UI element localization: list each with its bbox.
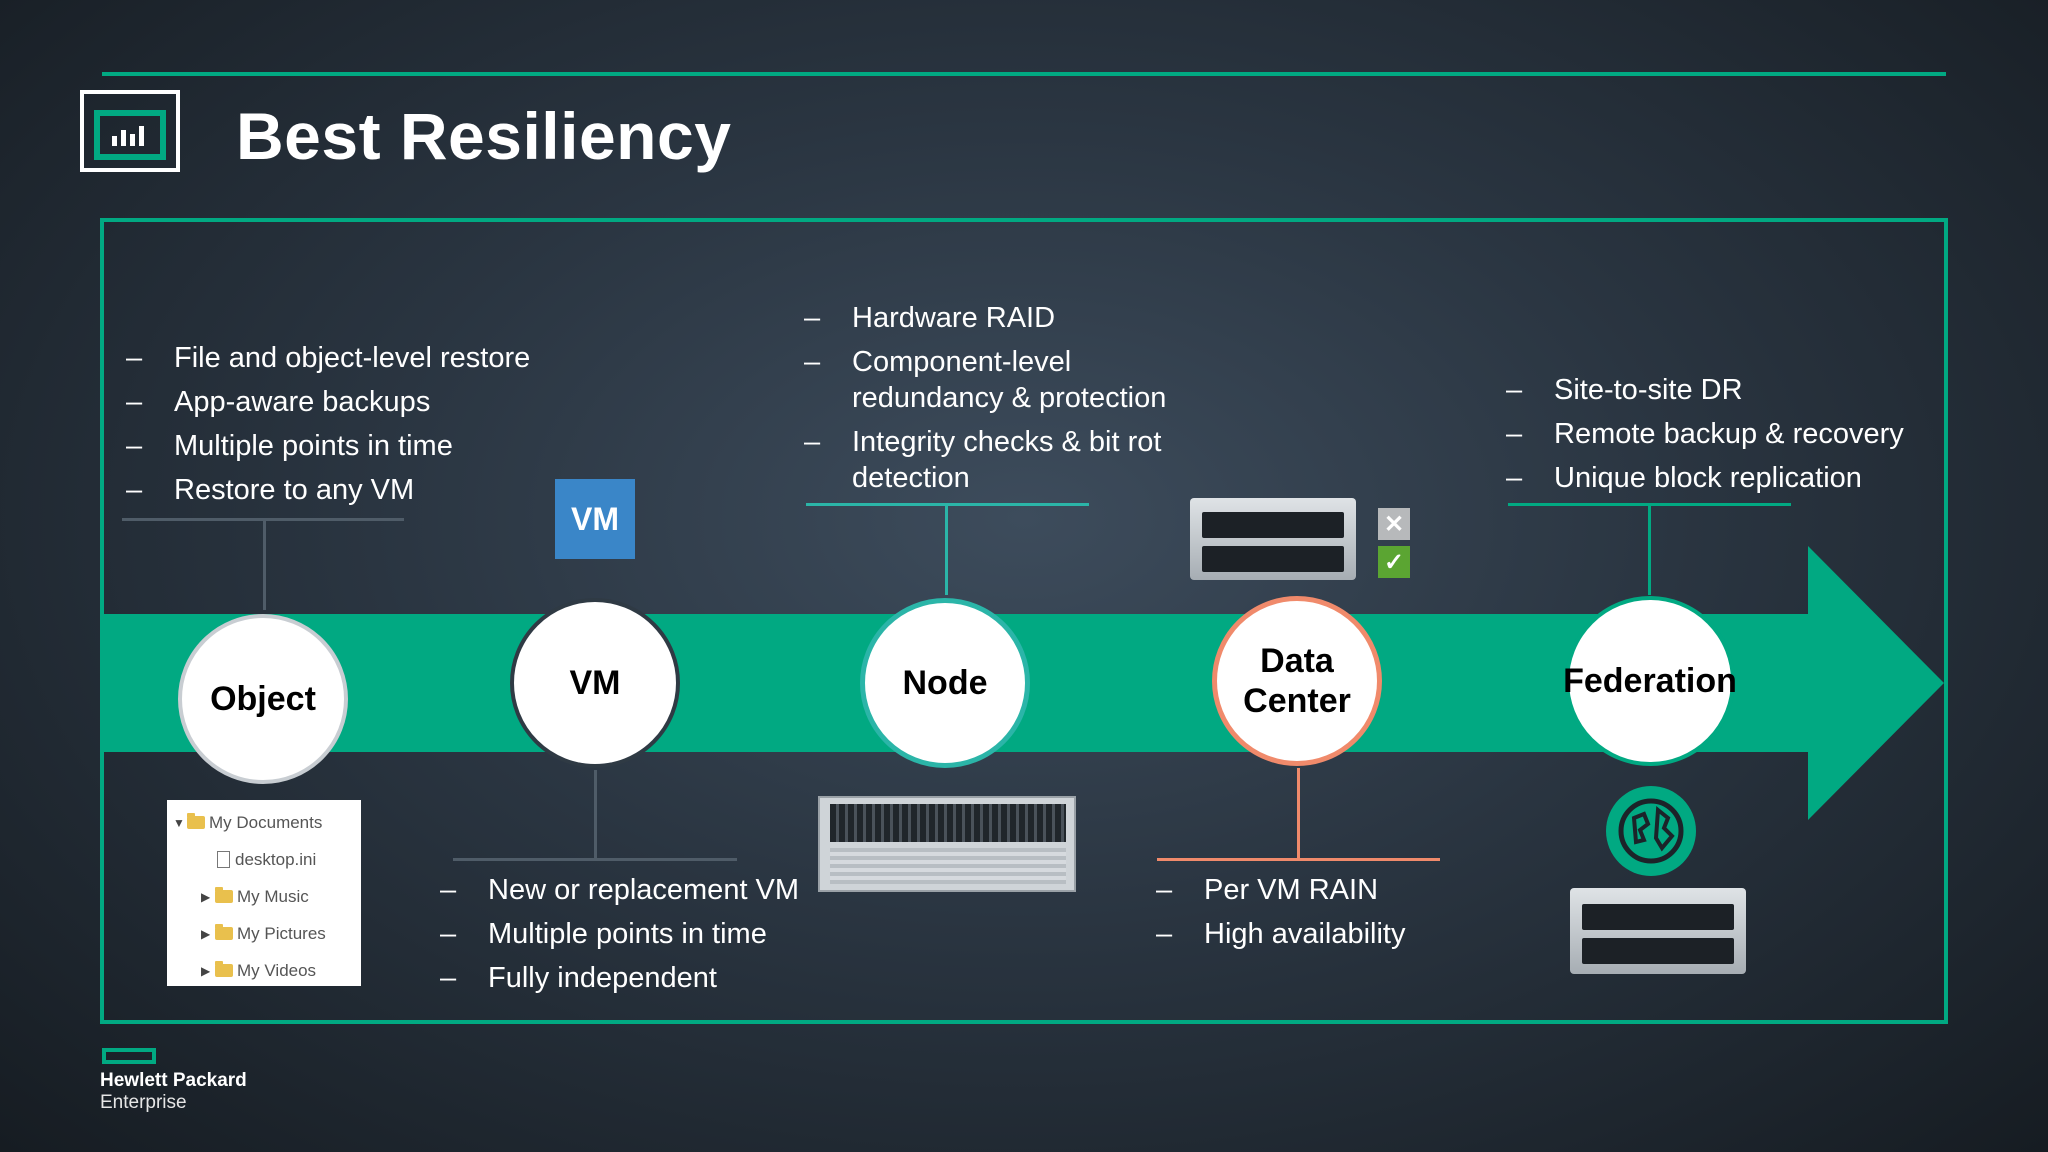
dc-connector-v (1297, 768, 1300, 860)
timeline-arrowhead (1808, 546, 1944, 820)
hpe-logo-icon (102, 1048, 156, 1064)
stage-circle-vm: VM (510, 598, 680, 768)
stage-label-line1: Data (1260, 642, 1334, 680)
bullet: App-aware backups (126, 380, 530, 424)
page-title: Best Resiliency (236, 99, 732, 173)
brand-line1: Hewlett Packard (100, 1070, 247, 1091)
stage-label: VM (569, 664, 621, 702)
folder-icon (215, 961, 233, 977)
stage-circle-node: Node (860, 598, 1030, 768)
folder-icon (215, 924, 233, 940)
bullet: Restore to any VM (126, 468, 530, 512)
stage-circle-data-center: Data Center (1212, 596, 1382, 766)
bullet: Unique block replication (1506, 456, 1904, 500)
folder-icon (215, 887, 233, 903)
file-explorer-tree: ▼ My Documents desktop.ini ▶ My Music ▶ My … (167, 800, 361, 986)
stage-label: Object (210, 680, 316, 718)
file-icon (217, 851, 230, 868)
bullet: High availability (1156, 912, 1406, 956)
stage-label: Federation (1563, 662, 1737, 700)
vm-badge-icon: VM (555, 479, 635, 559)
server-stack-icon (1190, 498, 1356, 580)
hpe-wordmark: Hewlett Packard Enterprise (100, 1070, 247, 1114)
bullet: Remote backup & recovery (1506, 412, 1904, 456)
tree-item[interactable]: ▶ My Music (173, 878, 355, 915)
bullet: Fully independent (440, 956, 799, 1000)
tree-item[interactable]: desktop.ini (173, 841, 355, 878)
bullet: Component-level redundancy & protection (804, 344, 1214, 416)
content-frame (100, 218, 1948, 1024)
bullet: New or replacement VM (440, 868, 799, 912)
tree-item[interactable]: ▶ My Videos (173, 952, 355, 989)
federation-connector-v (1648, 505, 1651, 595)
rack-server-icon (818, 796, 1076, 892)
dc-connector-h (1157, 858, 1440, 861)
stage-circle-federation: Federation (1563, 596, 1737, 766)
bullet: File and object-level restore (126, 336, 530, 380)
folder-icon (187, 813, 205, 829)
bullet: Per VM RAIN (1156, 868, 1406, 912)
bullet: Site-to-site DR (1506, 368, 1904, 412)
node-connector-h (806, 503, 1089, 506)
tree-item-label: desktop.ini (235, 849, 317, 869)
node-connector-v (945, 505, 948, 595)
bullet: Multiple points in time (126, 424, 530, 468)
object-connector-h (122, 518, 404, 521)
tree-item-label: My Documents (209, 812, 323, 832)
top-accent-line (102, 72, 1946, 76)
collapsed-triangle-icon: ▶ (201, 926, 211, 941)
dc-bullets: Per VM RAIN High availability (1156, 868, 1406, 956)
tree-item-label: My Videos (237, 960, 317, 980)
ok-status-icon: ✓ (1378, 546, 1410, 578)
object-bullets: File and object-level restore App-aware … (126, 336, 530, 512)
bullet: Hardware RAID (804, 300, 1214, 336)
collapsed-triangle-icon: ▶ (201, 963, 211, 978)
stage-circle-object: Object (178, 614, 348, 784)
stage-label: Node (902, 664, 988, 702)
tree-item[interactable]: ▼ My Documents (173, 804, 355, 841)
fail-status-icon: ✕ (1378, 508, 1410, 540)
collapsed-triangle-icon: ▶ (201, 889, 211, 904)
tree-item-label: My Pictures (237, 923, 326, 943)
stage-label-line2: Center (1243, 682, 1351, 720)
bullet: Multiple points in time (440, 912, 799, 956)
federation-bullets: Site-to-site DR Remote backup & recovery… (1506, 368, 1904, 500)
brand-line2: Enterprise (100, 1092, 187, 1113)
vm-bullets: New or replacement VM Multiple points in… (440, 868, 799, 1000)
tree-item-label: My Music (237, 886, 309, 906)
federation-connector-h (1508, 503, 1791, 506)
dashboard-logo-icon (80, 90, 180, 172)
server-stack-icon (1570, 888, 1746, 974)
globe-icon (1606, 786, 1696, 876)
vm-connector-v (594, 770, 597, 860)
vm-connector-h (453, 858, 737, 861)
node-bullets: Hardware RAID Component-level redundancy… (804, 300, 1214, 496)
tree-item[interactable]: ▶ My Pictures (173, 915, 355, 952)
bullet: Integrity checks & bit rot detection (804, 424, 1214, 496)
expanded-triangle-icon: ▼ (173, 815, 185, 830)
object-connector-v (263, 520, 266, 610)
